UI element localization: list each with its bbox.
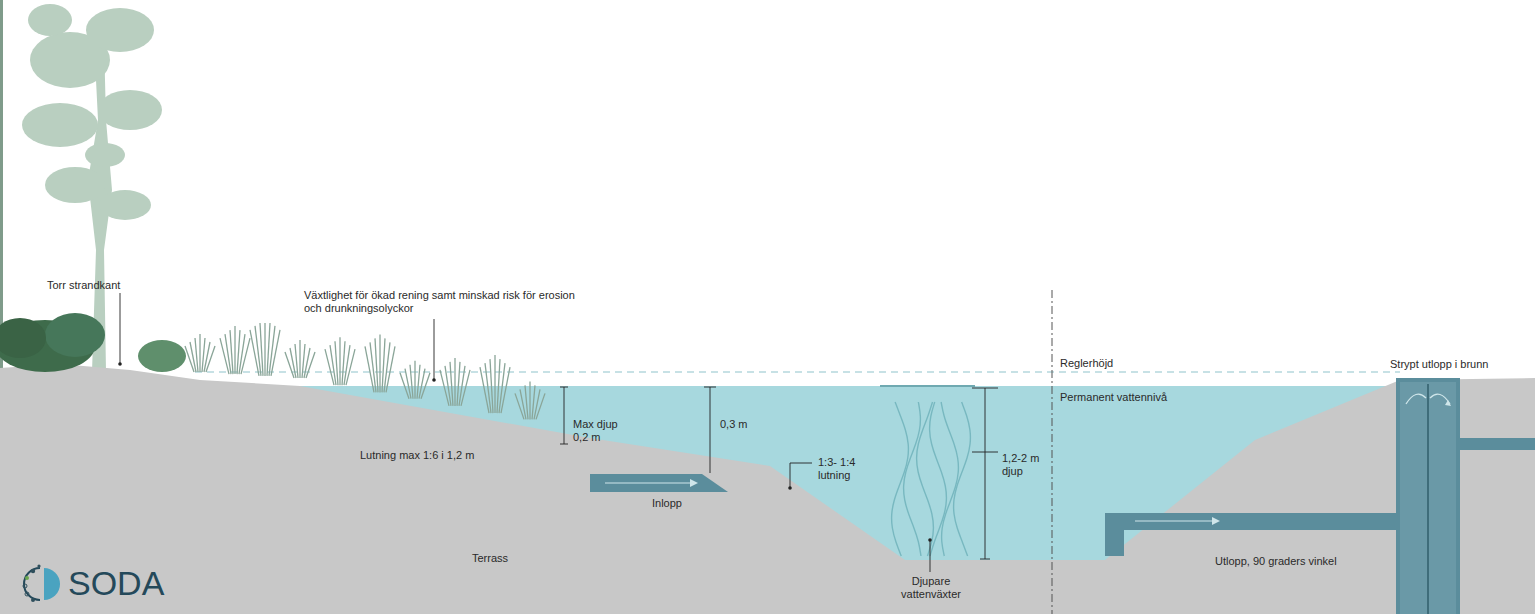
reed-stroke [199,334,200,372]
inlet-label: Inlopp [652,497,732,510]
reed-stroke [494,355,495,413]
outlet-label: Strypt utlopp i brunn [1390,358,1530,371]
reeds [185,323,545,419]
manhole [1396,378,1535,614]
logo-mark [23,564,60,602]
logo-text: SODA [68,563,228,603]
reed-stroke [461,370,470,406]
reed-stroke [285,352,294,378]
leader-lines [120,293,998,572]
reed-stroke [185,346,194,372]
reed-stroke [386,346,395,392]
regulation-line [195,371,1400,372]
reed-stroke [260,323,263,376]
ground [0,364,1535,614]
section-divider [1052,290,1053,614]
reed-stroke [295,344,298,378]
reed-stroke [450,362,453,406]
dimension: 0,3 m [720,418,780,431]
reed-stroke [271,330,280,376]
reed-stroke [335,341,338,385]
reed-stroke [490,359,493,413]
vegetation-note: Växtlighet för ökad rening samt minskad … [304,289,594,315]
reed-stroke [414,361,415,399]
plant-stroke [930,402,947,556]
reed-stroke [501,367,510,413]
level-label: Permanent vattennivå [1060,391,1220,404]
level-label: Reglerhöjd [1060,357,1200,370]
reed-stroke [515,393,524,419]
reed-stroke [306,352,315,378]
shrubs [0,313,186,372]
outlet-pipe [1105,513,1398,556]
reed-stroke [529,381,530,419]
plant-label: Djupare vattenväxter [893,575,969,601]
reed-stroke [379,334,380,392]
slope-label: 1:3- 1:4 lutning [818,456,868,482]
dimension: Max djup 0,2 m [573,418,625,444]
terrace-label: Terrass [472,552,552,565]
reed-stroke [421,373,430,399]
reed-stroke [206,346,215,372]
reed-stroke [525,385,528,419]
plant-stroke [892,402,909,556]
reed-stroke [230,330,233,374]
dimension: 1,2-2 m djup [1002,452,1048,478]
reed-stroke [339,337,340,385]
reed-stroke [346,349,355,385]
deep-water-plants [892,402,971,556]
reed-stroke [410,365,413,399]
reed-stroke [264,323,265,376]
reed-stroke [375,338,378,392]
outlet-label: Utlopp, 90 graders vinkel [1215,555,1395,568]
plant-stroke [954,402,971,556]
plant-stroke [941,402,958,556]
reed-stroke [241,338,250,374]
reed-stroke [536,393,545,419]
slope-label: Lutning max 1:6 i 1,2 m [360,449,560,462]
reed-stroke [400,373,409,399]
shore-label: Torr strandkant [47,279,187,292]
plant-stroke [904,402,921,556]
floating-leaves [880,385,975,387]
reed-stroke [234,326,235,374]
tree [22,4,162,372]
reed-stroke [454,358,455,406]
reed-stroke [195,338,198,372]
reed-stroke [299,340,300,378]
plant-stroke [917,402,934,556]
inlet-pipe [590,474,728,492]
